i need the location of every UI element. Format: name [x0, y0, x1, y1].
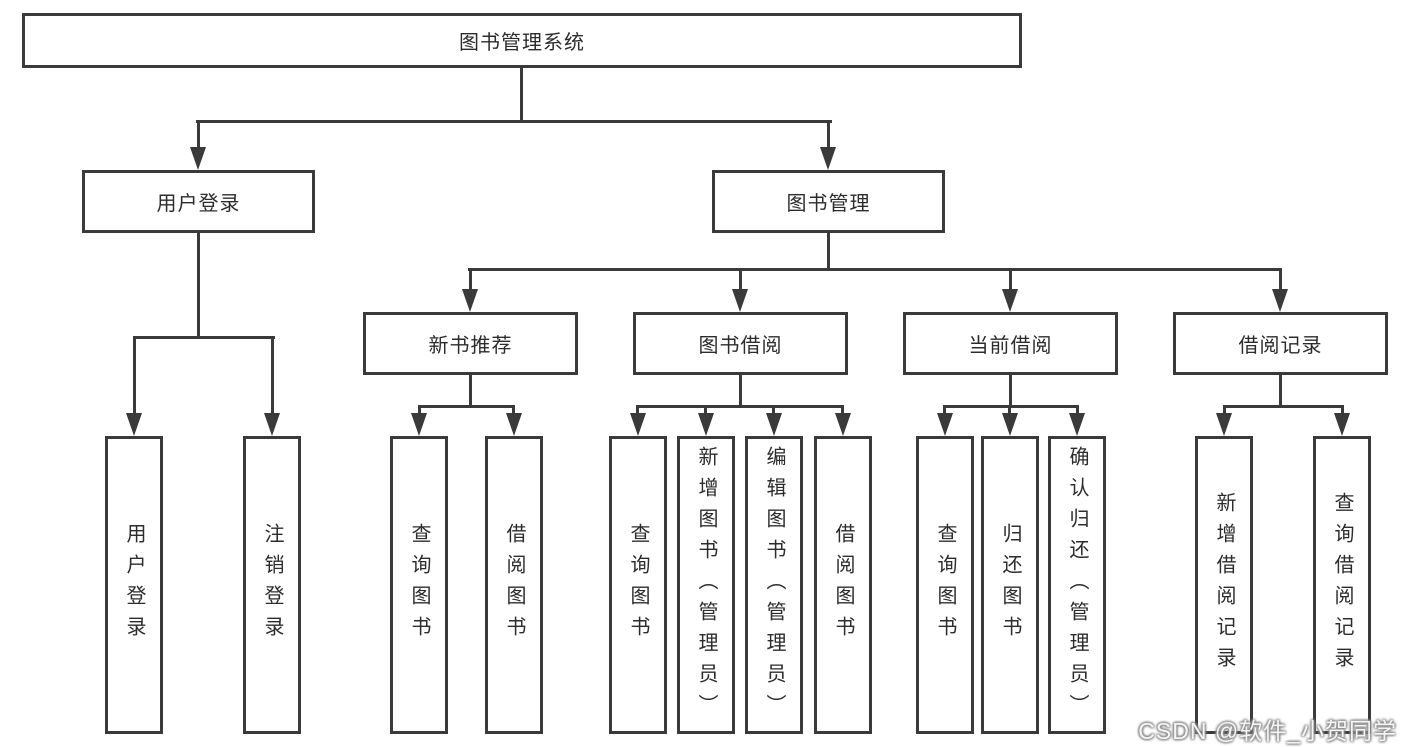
node-borrow-record: 借阅记录	[1173, 312, 1388, 375]
arrow-down-icon	[937, 413, 953, 436]
node-user-login: 用户登录	[82, 170, 315, 233]
leaf-query-book-recommend: 查询图书	[390, 436, 448, 734]
connector-line	[1076, 405, 1079, 416]
connector-line	[469, 375, 472, 405]
connector-line	[636, 405, 844, 408]
leaf-edit-book-admin: 编辑图书（管理员）	[745, 436, 803, 734]
arrow-down-icon	[1002, 413, 1018, 436]
connector-line	[520, 68, 523, 120]
leaf-user-login: 用户登录	[105, 436, 163, 734]
connector-line	[1341, 405, 1344, 416]
connector-line	[133, 336, 275, 339]
connector-line	[772, 405, 775, 416]
leaf-borrow-book-recommend-label: 借阅图书	[503, 523, 525, 647]
arrow-down-icon	[1216, 413, 1232, 436]
connector-line	[196, 120, 832, 123]
csdn-watermark: CSDN @软件_小贺同学	[1138, 718, 1397, 744]
arrow-down-icon	[1069, 413, 1085, 436]
leaf-borrow-book-label: 借阅图书	[832, 523, 854, 647]
connector-line	[1008, 405, 1011, 416]
node-book-borrow: 图书借阅	[633, 312, 848, 375]
arrow-down-icon	[506, 413, 522, 436]
arrow-down-icon	[835, 413, 851, 436]
arrow-down-icon	[1334, 413, 1350, 436]
leaf-query-book-current-label: 查询图书	[934, 523, 956, 647]
node-current-borrow: 当前借阅	[903, 312, 1118, 375]
connector-line	[827, 120, 830, 150]
connector-line	[841, 405, 844, 416]
arrow-down-icon	[190, 147, 206, 170]
node-book-management: 图书管理	[712, 170, 945, 233]
connector-line	[1009, 375, 1012, 405]
connector-line	[827, 233, 830, 268]
connector-line	[1009, 268, 1012, 294]
leaf-query-book-borrow-label: 查询图书	[627, 523, 649, 647]
node-borrow-record-label: 借阅记录	[1238, 335, 1323, 357]
connector-line	[197, 120, 200, 150]
leaf-borrow-book: 借阅图书	[814, 436, 872, 734]
arrow-down-icon	[126, 413, 142, 436]
connector-line	[943, 405, 946, 416]
leaf-query-book-borrow: 查询图书	[609, 436, 667, 734]
node-root: 图书管理系统	[22, 13, 1022, 68]
connector-line	[739, 268, 742, 294]
connector-line	[271, 336, 274, 416]
leaf-return-book-label: 归还图书	[999, 523, 1021, 647]
arrow-down-icon	[732, 289, 748, 312]
leaf-logout-label: 注销登录	[261, 523, 283, 647]
arrow-down-icon	[630, 413, 646, 436]
connector-line	[704, 405, 707, 416]
connector-line	[1223, 405, 1226, 416]
connector-line	[1223, 405, 1344, 408]
arrow-down-icon	[264, 413, 280, 436]
connector-line	[739, 375, 742, 405]
leaf-add-book-admin-label: 新增图书（管理员）	[695, 445, 717, 725]
leaf-query-borrow-record: 查询借阅记录	[1313, 436, 1371, 734]
arrow-down-icon	[1272, 289, 1288, 312]
arrow-down-icon	[698, 413, 714, 436]
leaf-return-book: 归还图书	[981, 436, 1039, 734]
node-new-book-recommend-label: 新书推荐	[428, 335, 513, 357]
arrow-down-icon	[462, 289, 478, 312]
connector-line	[418, 405, 515, 408]
node-book-borrow-label: 图书借阅	[698, 335, 783, 357]
leaf-user-login-label: 用户登录	[123, 523, 145, 647]
leaf-borrow-book-recommend: 借阅图书	[485, 436, 543, 734]
connector-line	[133, 336, 136, 416]
arrow-down-icon	[411, 413, 427, 436]
leaf-add-borrow-record: 新增借阅记录	[1195, 436, 1253, 734]
connector-line	[197, 233, 200, 336]
leaf-query-borrow-record-label: 查询借阅记录	[1331, 492, 1353, 678]
connector-line	[943, 405, 1079, 408]
leaf-logout: 注销登录	[243, 436, 301, 734]
arrow-down-icon	[820, 147, 836, 170]
connector-line	[469, 268, 472, 294]
connector-line	[1279, 268, 1282, 294]
arrow-down-icon	[766, 413, 782, 436]
node-root-label: 图书管理系统	[459, 32, 585, 54]
leaf-query-book-current: 查询图书	[916, 436, 974, 734]
arrow-down-icon	[1002, 289, 1018, 312]
leaf-edit-book-admin-label: 编辑图书（管理员）	[763, 445, 785, 725]
leaf-query-book-recommend-label: 查询图书	[408, 523, 430, 647]
node-new-book-recommend: 新书推荐	[363, 312, 578, 375]
leaf-add-book-admin: 新增图书（管理员）	[677, 436, 735, 734]
leaf-confirm-return-admin: 确认归还（管理员）	[1048, 436, 1106, 734]
node-current-borrow-label: 当前借阅	[968, 335, 1053, 357]
leaf-add-borrow-record-label: 新增借阅记录	[1213, 492, 1235, 678]
node-user-login-label: 用户登录	[156, 193, 241, 215]
node-book-management-label: 图书管理	[786, 193, 871, 215]
connector-line	[468, 268, 1282, 271]
connector-line	[418, 405, 421, 416]
connector-line	[636, 405, 639, 416]
connector-line	[1279, 375, 1282, 405]
connector-line	[512, 405, 515, 416]
leaf-confirm-return-admin-label: 确认归还（管理员）	[1066, 445, 1088, 725]
